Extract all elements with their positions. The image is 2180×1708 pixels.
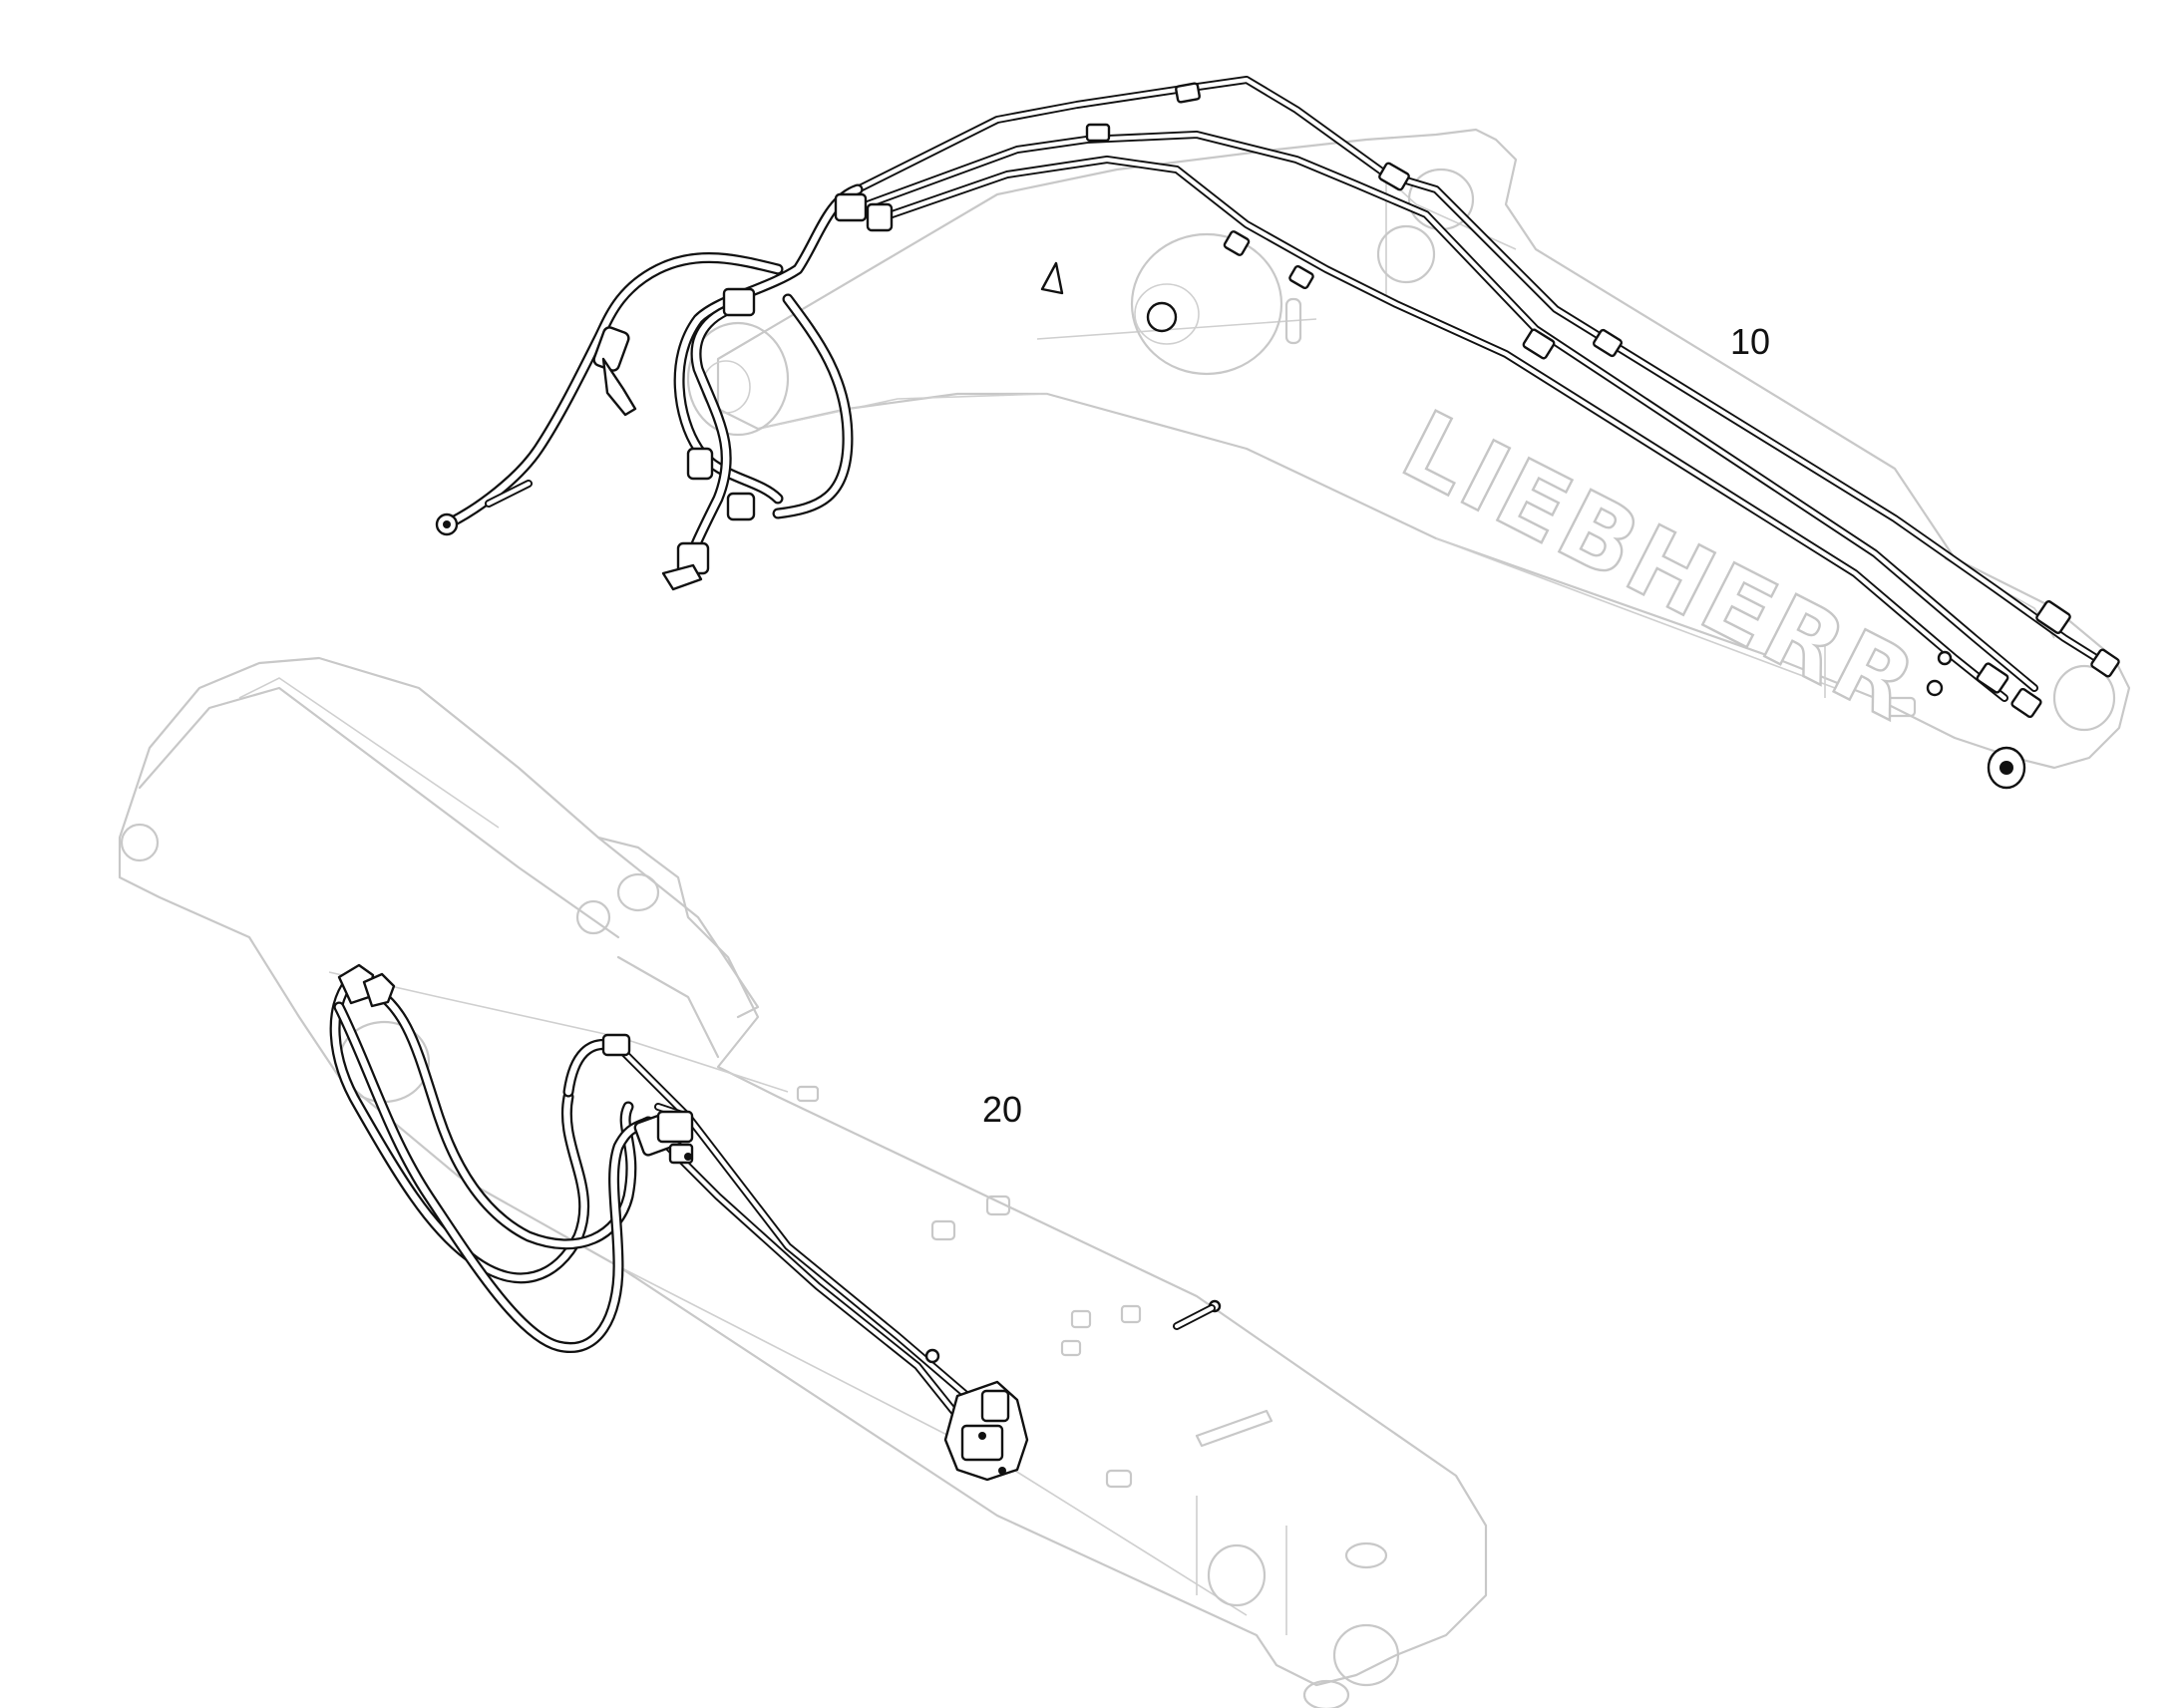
stick-hydraulic-lines xyxy=(854,76,2120,719)
callout-label-10: 10 xyxy=(1730,321,1770,362)
stick-assembly-10: LIEBHERR xyxy=(435,76,2131,790)
stick-flexible-hoses xyxy=(435,183,894,591)
callout-label-20: 20 xyxy=(982,1089,1022,1130)
boom-body-outline xyxy=(118,656,1488,1708)
boom-hydraulic-lines xyxy=(329,963,1029,1482)
boom-assembly-20 xyxy=(118,656,1488,1708)
